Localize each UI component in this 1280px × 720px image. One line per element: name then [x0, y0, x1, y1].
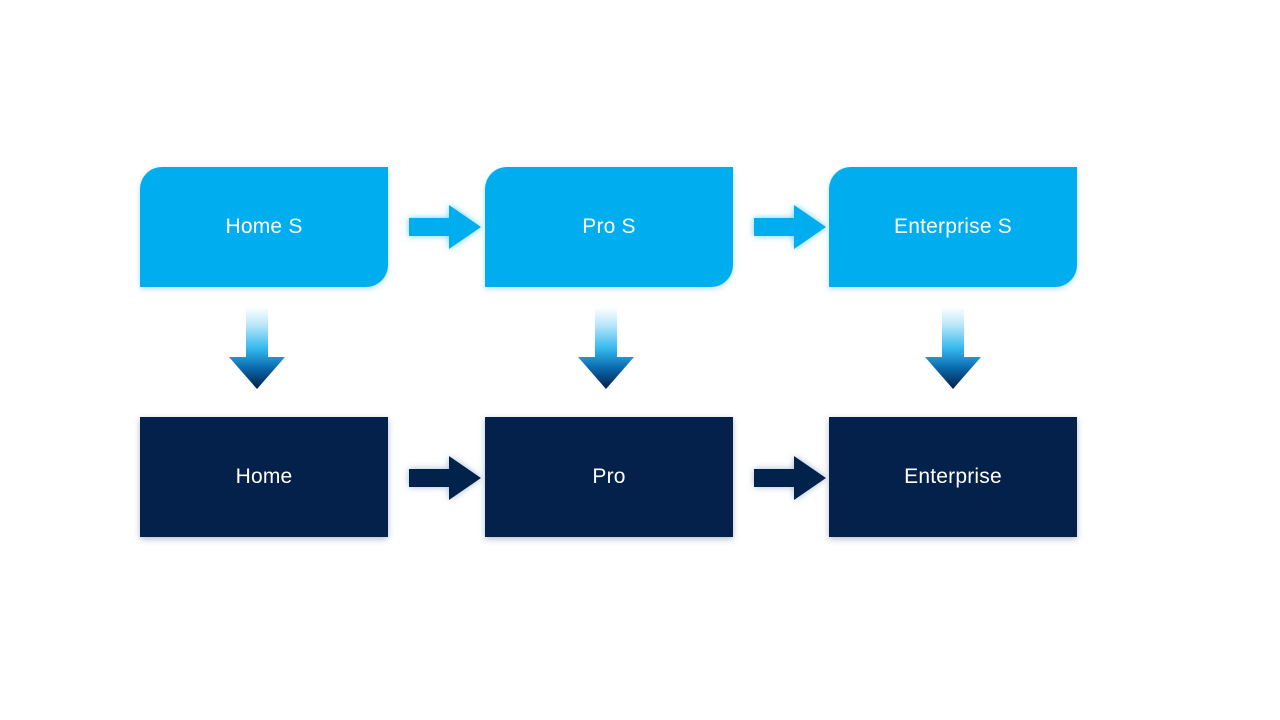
tier-node-home-s[interactable]: Home S — [140, 167, 388, 287]
tier-node-pro-s-label: Pro S — [582, 215, 636, 239]
tier-node-enterprise-s-label: Enterprise S — [894, 215, 1012, 239]
tier-node-pro-s[interactable]: Pro S — [485, 167, 733, 287]
arrow-down-icon-enterprise-s-to-enterprise — [925, 307, 981, 389]
tier-node-home[interactable]: Home — [140, 417, 388, 537]
arrow-down-icon-home-s-to-home — [229, 307, 285, 389]
tier-node-enterprise-label: Enterprise — [904, 465, 1002, 489]
arrow-right-icon-home-to-pro — [409, 455, 481, 501]
tier-node-home-s-label: Home S — [225, 215, 303, 239]
arrow-right-icon-pro-to-enterprise — [754, 455, 826, 501]
tier-node-pro[interactable]: Pro — [485, 417, 733, 537]
arrow-down-icon-pro-s-to-pro — [578, 307, 634, 389]
tier-node-enterprise[interactable]: Enterprise — [829, 417, 1077, 537]
tier-node-pro-label: Pro — [592, 465, 626, 489]
arrow-right-icon-pro-s-to-enterprise-s — [754, 204, 826, 250]
arrow-right-icon-home-s-to-pro-s — [409, 204, 481, 250]
tier-node-home-label: Home — [235, 465, 293, 489]
tier-node-enterprise-s[interactable]: Enterprise S — [829, 167, 1077, 287]
